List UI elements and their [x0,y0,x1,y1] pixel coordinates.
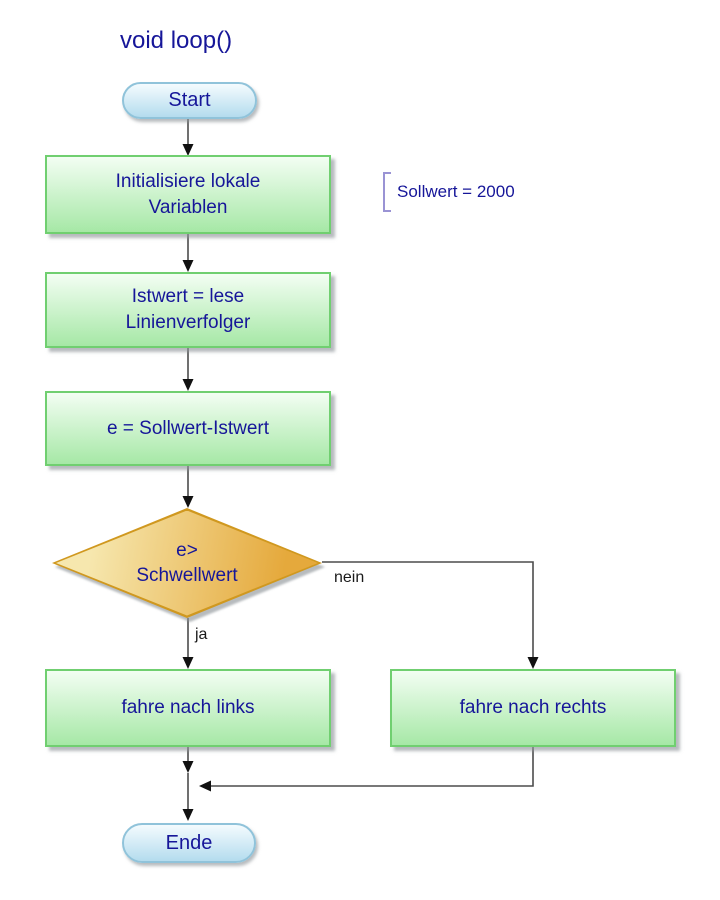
node-label-line: Istwert = lese [131,286,245,307]
arrowhead-icon [182,809,194,821]
node-read-istwert: Istwert = lese Linienverfolger [45,272,331,348]
node-label-line: e = Sollwert-Istwert [106,417,270,439]
node-end: Ende [122,823,256,863]
node-label-line: Variablen [148,196,228,218]
annotation-sollwert: Sollwert = 2000 [383,172,515,212]
arrowhead-icon [182,657,194,669]
node-label-line: Initialisiere lokale [115,170,261,192]
page-title: void loop() [120,27,233,54]
arrowhead-icon [182,144,194,156]
node-decision: e> Schwellwert [52,508,322,618]
arrowhead-icon [182,379,194,391]
arrowhead-icon [182,260,194,272]
node-start-label: Start [168,89,211,111]
arrowhead-icon [182,496,194,508]
annotation-text: Sollwert = 2000 [397,182,515,201]
decision-label: e> Schwellwert [52,508,322,618]
node-label-line: e> [176,540,198,561]
bracket-icon [383,172,391,212]
node-drive-right: fahre nach rechts [390,669,676,747]
node-calc-error: e = Sollwert-Istwert [45,391,331,466]
edge-label-ja: ja [195,626,208,643]
node-start: Start [122,82,257,119]
connector-decision-right [322,561,534,657]
edge-label-nein: nein [334,569,365,586]
arrowhead-icon [182,761,194,773]
node-label-line: fahre nach rechts [459,697,607,718]
arrowhead-icon [199,780,211,792]
node-label-line: Linienverfolger [125,312,251,333]
node-drive-left: fahre nach links [45,669,331,747]
arrowhead-icon [527,657,539,669]
node-init-variables: Initialisiere lokale Variablen [45,155,331,234]
node-end-label: Ende [165,831,213,854]
node-label-line: Schwellwert [136,565,238,586]
node-label-line: fahre nach links [121,697,255,718]
connector-right-junction [211,747,534,787]
